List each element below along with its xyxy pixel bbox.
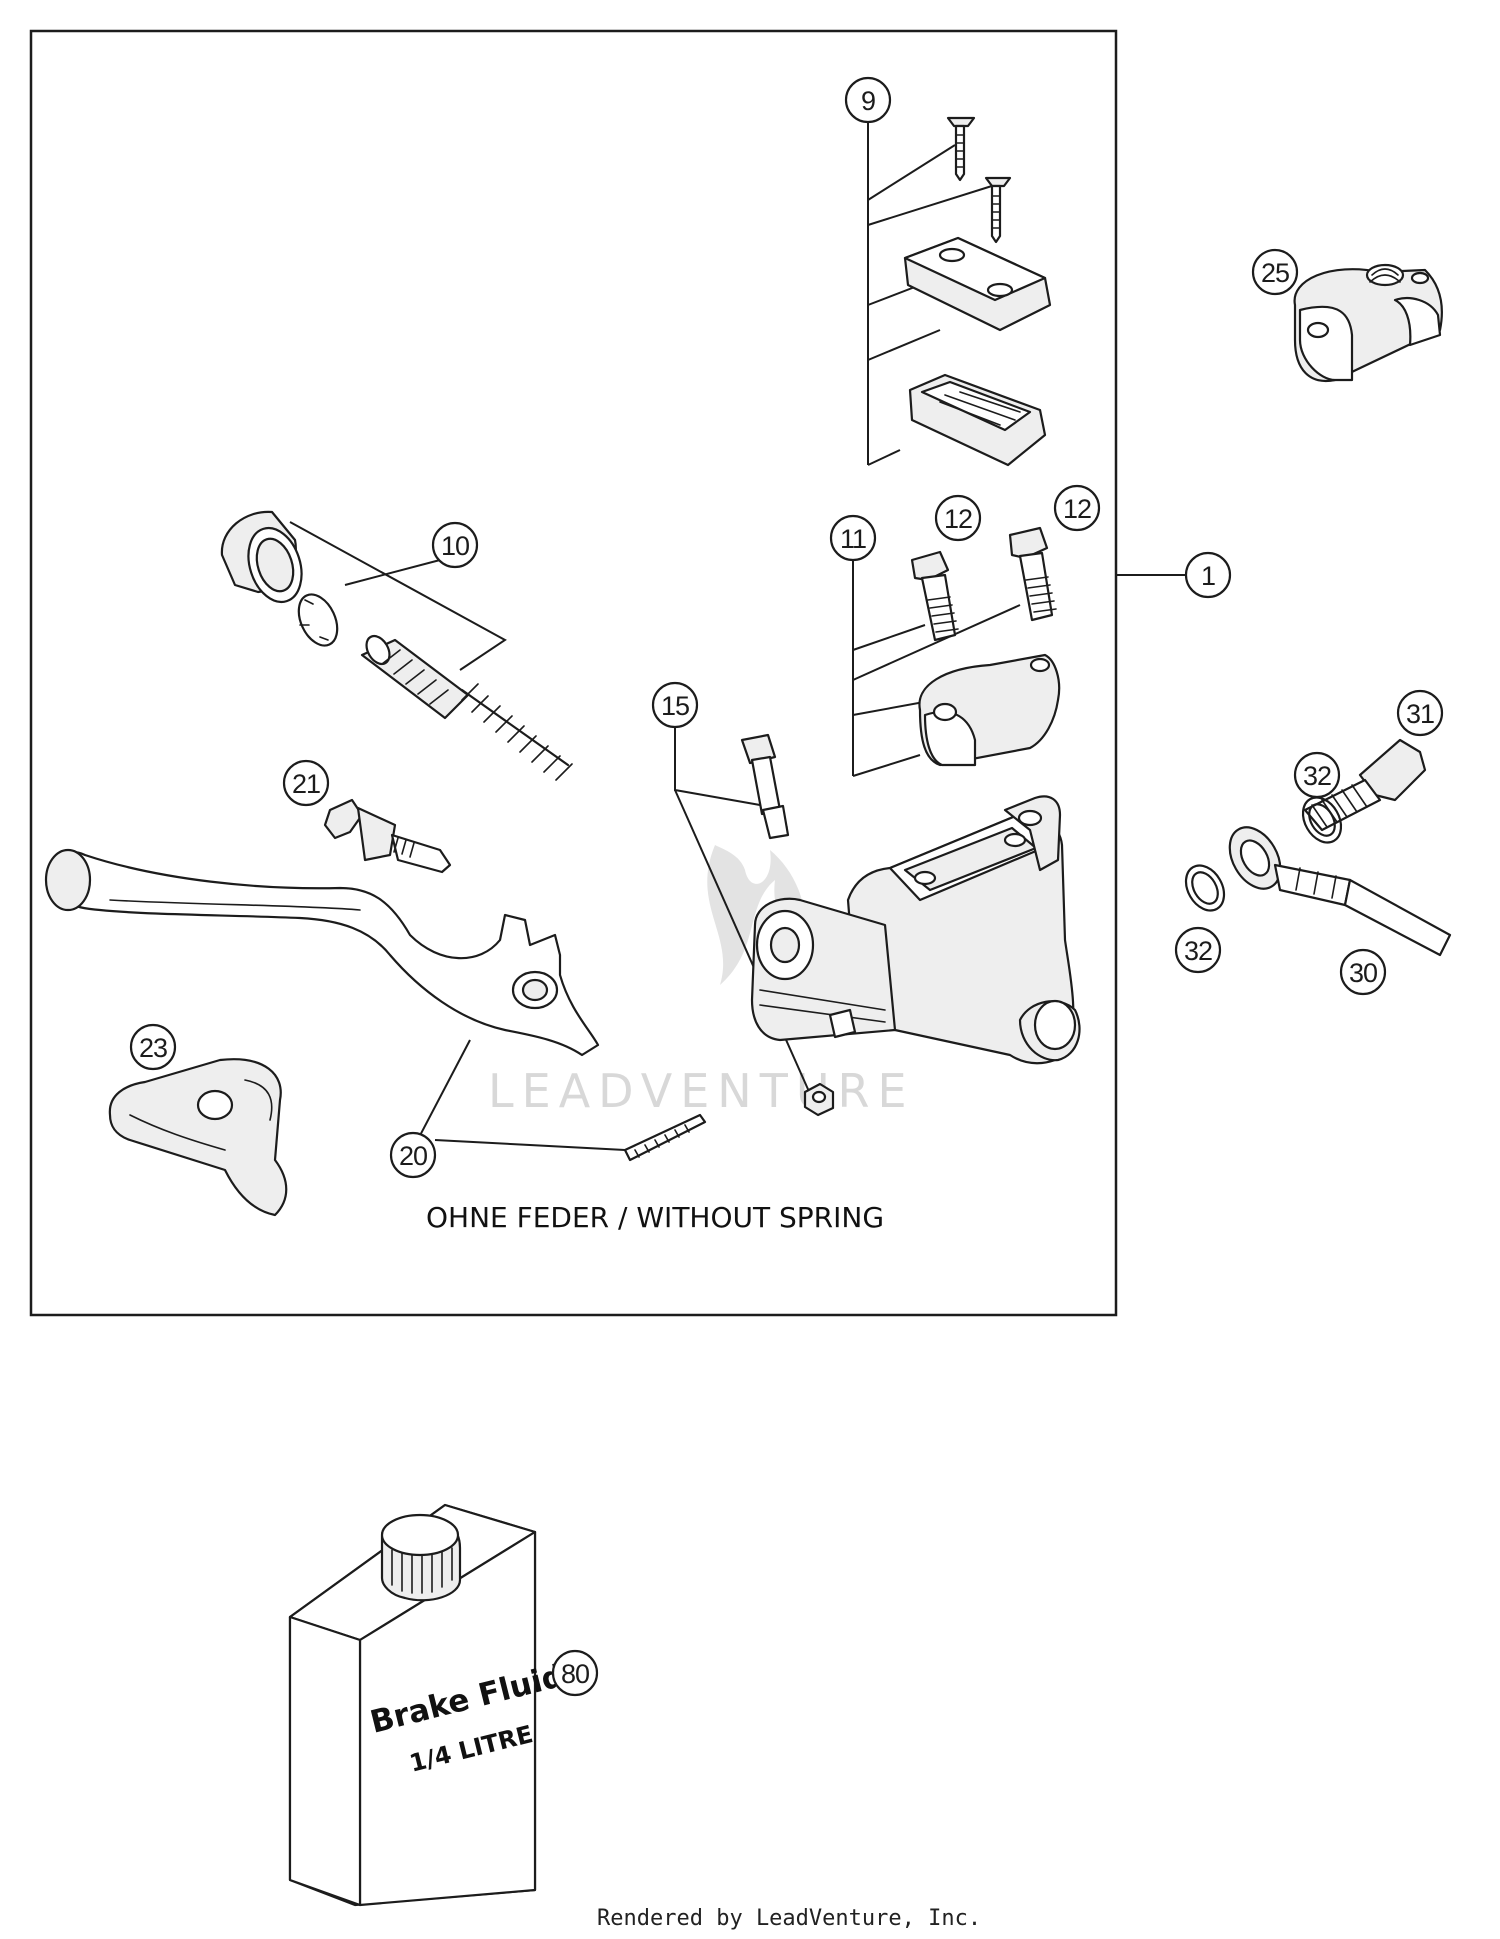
watermark: LEADVENTURE xyxy=(488,845,915,1118)
callout-1[interactable]: 1 xyxy=(1184,551,1232,599)
callout-12-a[interactable]: 12 xyxy=(934,494,982,542)
callout-23[interactable]: 23 xyxy=(129,1023,177,1071)
svg-text:10: 10 xyxy=(441,531,469,561)
svg-text:31: 31 xyxy=(1406,699,1434,729)
clamp-bolts xyxy=(910,526,1061,767)
svg-text:12: 12 xyxy=(1063,494,1091,524)
callout-15[interactable]: 15 xyxy=(651,681,699,729)
svg-text:32: 32 xyxy=(1184,936,1212,966)
svg-text:25: 25 xyxy=(1261,258,1289,288)
callouts: 1 9 10 11 12 12 15 20 21 23 25 30 31 32 … xyxy=(129,76,1444,1697)
callout-20[interactable]: 20 xyxy=(389,1131,437,1179)
svg-text:12: 12 xyxy=(944,504,972,534)
callout-32-b[interactable]: 32 xyxy=(1174,926,1222,974)
master-cylinder-body xyxy=(750,795,1081,1065)
callout-31[interactable]: 31 xyxy=(1396,689,1444,737)
adjuster-screw xyxy=(323,798,452,874)
callout-30[interactable]: 30 xyxy=(1339,948,1387,996)
reservoir-cover-set xyxy=(903,116,1052,467)
svg-text:21: 21 xyxy=(292,769,320,799)
callout-32-a[interactable]: 32 xyxy=(1293,751,1341,799)
svg-text:23: 23 xyxy=(139,1033,167,1063)
svg-text:15: 15 xyxy=(661,691,689,721)
note-without-spring: OHNE FEDER / WITHOUT SPRING xyxy=(426,1201,884,1234)
callout-9[interactable]: 9 xyxy=(844,76,892,124)
callout-11[interactable]: 11 xyxy=(829,514,877,562)
leader-lines xyxy=(289,100,1185,1151)
footer-credit: Rendered by LeadVenture, Inc. xyxy=(597,1906,981,1931)
callout-25[interactable]: 25 xyxy=(1251,248,1299,296)
brake-fluid-can: Brake Fluid 1/4 LITRE xyxy=(288,1503,568,1907)
svg-text:80: 80 xyxy=(561,1659,589,1689)
clamp-25 xyxy=(1293,263,1443,383)
svg-text:1: 1 xyxy=(1201,561,1215,591)
svg-text:LEADVENTURE: LEADVENTURE xyxy=(488,1064,915,1118)
brake-lever xyxy=(44,848,707,1162)
svg-text:9: 9 xyxy=(861,86,875,116)
callout-21[interactable]: 21 xyxy=(282,759,330,807)
pivot-bolt xyxy=(740,733,835,1117)
callout-12-b[interactable]: 12 xyxy=(1053,484,1101,532)
piston-kit xyxy=(220,510,573,781)
callout-10[interactable]: 10 xyxy=(431,521,479,569)
callout-80[interactable]: 80 xyxy=(551,1649,599,1697)
brake-hose xyxy=(1184,738,1452,957)
svg-text:11: 11 xyxy=(840,524,866,554)
svg-text:20: 20 xyxy=(399,1141,427,1171)
assembly-frame xyxy=(29,29,1118,1317)
svg-text:30: 30 xyxy=(1349,958,1377,988)
svg-text:32: 32 xyxy=(1303,761,1331,791)
lever-guard xyxy=(108,1058,288,1217)
